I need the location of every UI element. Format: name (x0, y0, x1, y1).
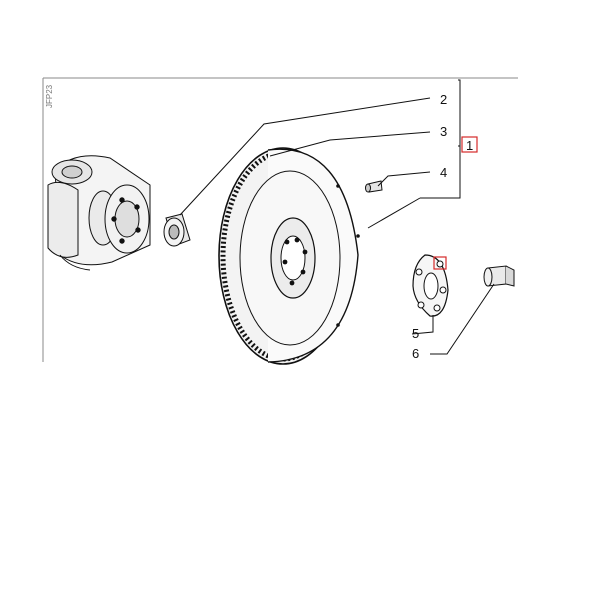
callout-2: 2 (440, 92, 447, 107)
callout-6: 6 (412, 346, 419, 361)
leader-lines (179, 79, 495, 355)
pin-icon (365, 180, 383, 193)
corner-code: JFP23 (45, 84, 54, 108)
callout-4: 4 (440, 165, 447, 180)
callout-1-highlight (461, 136, 478, 153)
bushing-icon (163, 213, 191, 247)
flywheel-icon (218, 147, 360, 365)
callout-5: 5 (412, 326, 419, 341)
plate-hole-highlight (433, 256, 447, 270)
plate-icon (412, 254, 449, 317)
callout-3: 3 (440, 124, 447, 139)
crankshaft-icon (47, 155, 151, 271)
diagram-frame (42, 77, 518, 362)
callout-1[interactable]: 1 (466, 138, 473, 153)
bolt-icon (483, 265, 515, 287)
